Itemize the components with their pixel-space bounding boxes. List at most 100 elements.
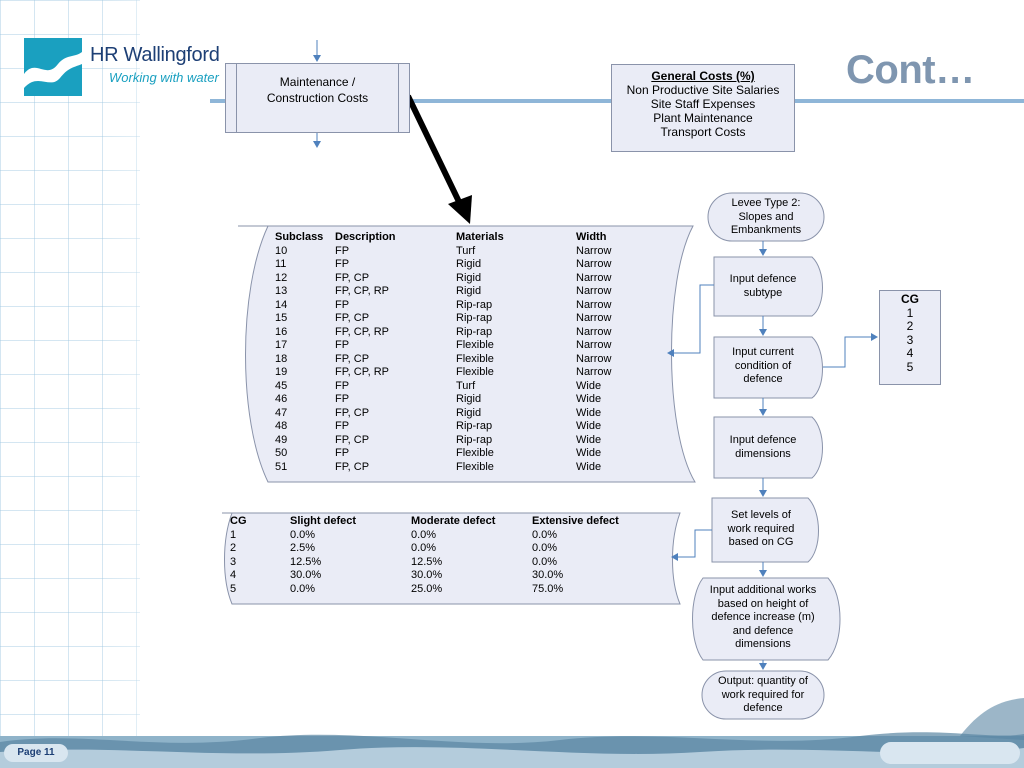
table-cell: Narrow [576, 258, 612, 270]
table-cell: Rigid [456, 258, 482, 270]
table-cell: 30.0% [411, 569, 443, 581]
slide-title: Cont… [846, 48, 975, 92]
table-cell: 0.0% [532, 542, 558, 554]
table-cell: FP, CP, RP [335, 325, 390, 338]
table-cell: 17 [275, 339, 288, 351]
table-cell: FP, CP [335, 352, 370, 365]
flow-start-line: Slopes and [738, 210, 794, 223]
flow-end: Output: quantity of work required for de… [702, 675, 824, 716]
flow-step-line: Input defence [729, 434, 797, 446]
header-moderate: Moderate defect [411, 515, 496, 527]
table-cell: 5 [230, 582, 237, 595]
flow-step-additional: Input additional works based on height o… [695, 584, 831, 652]
general-costs-box: General Costs (%) Non Productive Site Sa… [611, 64, 795, 152]
flow-step-line: Set levels of [731, 509, 791, 521]
table-cell: Narrow [576, 312, 612, 324]
header-width: Width [576, 231, 607, 243]
table-cell: 15 [275, 312, 288, 324]
process-label-line2: Construction Costs [266, 91, 369, 105]
table-cell: Wide [576, 447, 602, 459]
table-cell: Flexible [456, 460, 494, 473]
table-cell: FP, CP, RP [335, 366, 390, 378]
flow-start: Levee Type 2: Slopes and Embankments [708, 197, 824, 238]
defect-table: CG Slight defect Moderate defect Extensi… [230, 515, 650, 600]
process-label-line1: Maintenance / [279, 75, 356, 89]
table-cell: FP [335, 379, 350, 392]
table-cell: FP [335, 393, 350, 405]
table-cell: 11 [275, 258, 287, 270]
table-cell: FP, CP [335, 312, 370, 324]
table-cell: Flexible [456, 447, 494, 459]
table-cell: 10 [275, 244, 288, 257]
flow-step-line: Input additional works [709, 584, 817, 596]
start-terminator-shape [707, 192, 825, 242]
table-cell: Rip-rap [456, 420, 493, 432]
cg-box-value: 5 [906, 359, 914, 374]
table-cell: Flexible [456, 366, 494, 378]
step-condition-shape [713, 336, 823, 399]
cg-box-value: 4 [906, 346, 914, 360]
table-cell: 4 [230, 569, 237, 581]
table-cell: Wide [576, 379, 602, 392]
table-cell: 13 [275, 285, 288, 297]
table-cell: Rigid [456, 393, 482, 405]
table-cell: FP [335, 298, 350, 311]
table-cell: 12 [275, 271, 288, 284]
brand-name: HR Wallingford [90, 44, 220, 66]
table-cell: Wide [576, 406, 602, 419]
table-cell: 30.0% [532, 569, 564, 581]
brand-logo: HR Wallingford Working with water [24, 38, 220, 100]
table-cell: Wide [576, 433, 602, 446]
flow-end-line: Output: quantity of [718, 675, 808, 687]
header-slight: Slight defect [290, 515, 357, 527]
table-cell: FP [335, 420, 350, 432]
table-cell: 0.0% [411, 542, 437, 554]
flow-step-line: work required [727, 522, 795, 535]
subclass-table-shape [238, 225, 696, 483]
table-cell: Flexible [456, 352, 494, 365]
table-cell: 19 [275, 366, 288, 378]
cg-box: CG 1 2 3 4 5 [879, 290, 941, 385]
table-cell: 2 [230, 542, 237, 554]
connector-condition-cg [823, 333, 878, 368]
table-cell: Rip-rap [456, 298, 493, 311]
table-cell: 25.0% [411, 582, 443, 595]
table-cell: 12.5% [411, 555, 443, 568]
table-cell: 49 [275, 433, 288, 446]
flow-step-line: based on CG [728, 536, 794, 548]
flow-step-line: dimensions [735, 447, 791, 460]
table-cell: FP, CP [335, 406, 370, 419]
table-cell: 0.0% [532, 528, 558, 541]
table-cell: 14 [275, 298, 288, 311]
flow-step-line: Input defence [729, 273, 797, 285]
table-cell: 0.0% [532, 555, 558, 568]
table-cell: 46 [275, 393, 288, 405]
table-cell: FP, CP [335, 433, 370, 446]
footer-wave-corner [960, 698, 1024, 740]
process-left-bar [236, 64, 237, 132]
table-cell: 3 [230, 555, 237, 568]
table-cell: 30.0% [290, 569, 322, 581]
table-cell: 51 [275, 460, 288, 473]
pointer-arrow-shaft [405, 94, 465, 210]
table-cell: Rip-rap [456, 312, 493, 324]
footer-wave-light [0, 747, 1024, 768]
table-cell: FP, CP, RP [335, 285, 390, 297]
table-cell: 16 [275, 325, 288, 338]
cg-box-heading: CG [901, 292, 919, 306]
table-cell: Narrow [576, 352, 612, 365]
table-cell: 50 [275, 447, 288, 459]
flow-start-line: Embankments [730, 224, 802, 236]
flow-step-line: and defence [732, 624, 794, 637]
flow-step-levels: Set levels of work required based on CG [712, 509, 810, 550]
maintenance-construction-process: Maintenance / Construction Costs [225, 63, 410, 133]
header-cg: CG [230, 515, 247, 527]
table-cell: 2.5% [290, 542, 316, 554]
table-cell: Narrow [576, 271, 612, 284]
cg-box-value: 2 [906, 319, 914, 333]
table-cell: 75.0% [532, 582, 564, 595]
general-costs-heading: General Costs (%) [651, 69, 755, 83]
table-cell: 47 [275, 406, 288, 419]
flow-step-subtype: Input defence subtype [714, 273, 812, 300]
